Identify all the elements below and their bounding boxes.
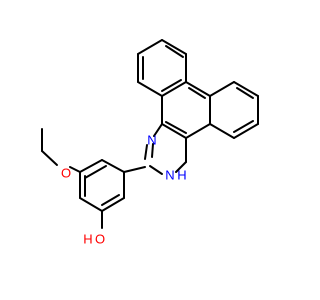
bond-lines <box>41 39 259 229</box>
amine-hydrogen-label: H <box>177 167 186 182</box>
ether-oxygen-label: O <box>61 165 71 180</box>
hydroxyl-hydrogen-label: H <box>83 231 92 246</box>
imine-nitrogen-label: N <box>147 132 156 147</box>
molecule-structure: N N H O O H <box>41 39 259 246</box>
amine-nitrogen-label: N <box>165 167 174 182</box>
molecule-canvas: N N H O O H <box>41 39 259 246</box>
hydroxyl-oxygen-label: O <box>95 231 105 246</box>
